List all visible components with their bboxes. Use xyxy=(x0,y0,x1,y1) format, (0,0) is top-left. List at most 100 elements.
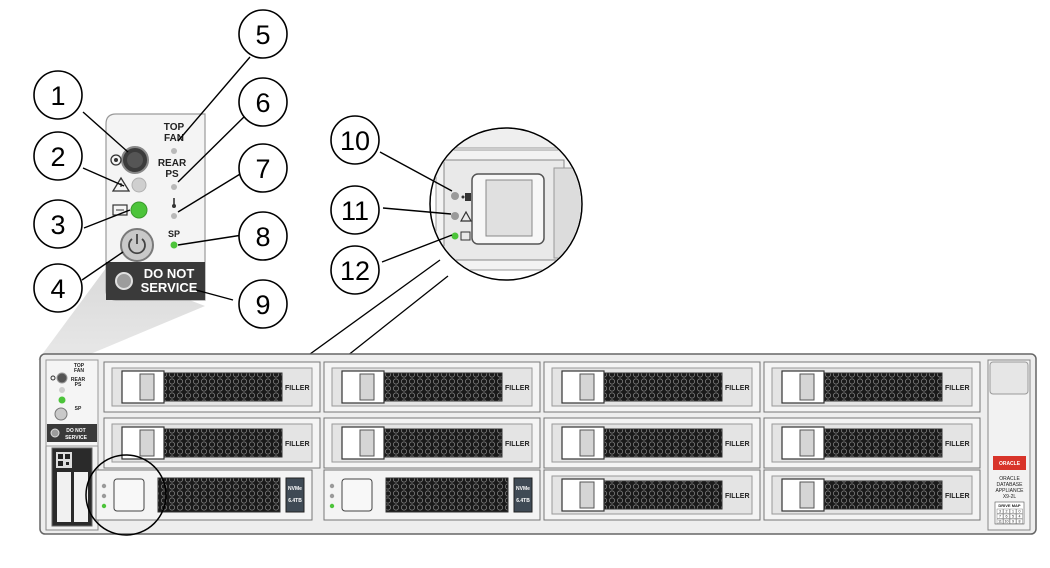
drive-map-cell: 7 xyxy=(999,515,1001,519)
mini-power-button[interactable] xyxy=(54,407,68,421)
nvme-label: NVMe xyxy=(516,486,530,492)
do-not-service-label-1: DO NOT xyxy=(144,266,195,281)
nvme-service-led xyxy=(329,493,335,499)
power-button[interactable] xyxy=(120,228,154,262)
filler-label: FILLER xyxy=(505,441,530,448)
drive-map-title: DRIVE MAP xyxy=(998,503,1021,508)
callout-number: 7 xyxy=(255,154,270,184)
appliance-line-1: ORACLE xyxy=(999,476,1020,482)
sp-label: SP xyxy=(168,229,180,239)
thermometer-icon xyxy=(172,198,176,208)
callout-6: 6 xyxy=(238,77,288,127)
filler-label: FILLER xyxy=(285,441,310,448)
callout-number: 12 xyxy=(340,256,370,286)
nvme-latch[interactable] xyxy=(113,478,145,512)
callout-9: 9 xyxy=(238,279,288,329)
mini-sp-label: SP xyxy=(75,406,82,412)
callout-number: 3 xyxy=(50,210,65,240)
filler-bay[interactable]: FILLER xyxy=(543,417,761,469)
filler-bay[interactable]: FILLER xyxy=(763,417,981,469)
filler-label: FILLER xyxy=(945,441,970,448)
power-icon xyxy=(128,234,146,255)
nvme-service-led xyxy=(101,493,107,499)
callout-number: 10 xyxy=(340,126,370,156)
callout-7: 7 xyxy=(238,143,288,193)
do-not-service-label-2: SERVICE xyxy=(141,280,198,295)
drive-map-cell: 2 xyxy=(1006,510,1008,514)
rear-ps-led xyxy=(171,184,177,190)
callout-number: 4 xyxy=(50,274,65,304)
callout-8: 8 xyxy=(238,211,288,261)
drive-ok-led xyxy=(451,232,459,240)
drive-map-cell: 0 xyxy=(1019,510,1021,514)
filler-label: FILLER xyxy=(725,493,750,500)
callout-number: 2 xyxy=(50,142,65,172)
callout-number: 11 xyxy=(341,196,369,226)
callout-4: 4 xyxy=(33,263,83,313)
callout-number: 8 xyxy=(255,222,270,252)
sp-ok-led xyxy=(170,241,178,249)
zoomed-drive-detail xyxy=(429,127,583,281)
drive-map-cell: 6 xyxy=(1006,515,1008,519)
drive-map-cell: 11 xyxy=(998,520,1002,524)
mini-rear-label: REAR xyxy=(71,377,86,383)
filler-bay[interactable]: FILLER xyxy=(543,469,761,521)
filler-label: FILLER xyxy=(505,385,530,392)
nvme-drive-bay[interactable]: NVMe 6.4TB xyxy=(323,469,541,521)
mini-do-not-label: DO NOT xyxy=(66,428,85,434)
filler-label: FILLER xyxy=(945,493,970,500)
filler-label: FILLER xyxy=(285,385,310,392)
filler-bay[interactable]: FILLER xyxy=(103,361,321,413)
rear-ps-label-2: PS xyxy=(165,169,179,180)
mini-locator-button[interactable] xyxy=(56,372,68,384)
drive-fault-led xyxy=(451,192,459,200)
nvme-capacity: 6.4TB xyxy=(516,498,530,504)
callout-10: 10 xyxy=(330,115,380,165)
filler-bay[interactable]: FILLER xyxy=(323,417,541,469)
drive-zoom-circle xyxy=(85,454,167,536)
filler-bay[interactable]: FILLER xyxy=(103,417,321,469)
nvme-label: NVMe xyxy=(288,486,302,492)
nvme-latch[interactable] xyxy=(341,478,373,512)
drive-warning-icon xyxy=(459,210,473,222)
drive-map-cell: 8 xyxy=(1019,520,1021,524)
do-not-service-led xyxy=(115,272,133,290)
oracle-logo-badge xyxy=(993,456,1026,470)
filler-bay[interactable]: FILLER xyxy=(543,361,761,413)
filler-bay[interactable]: FILLER xyxy=(323,361,541,413)
drive-service-led xyxy=(451,212,459,220)
drive-map-cell: 1 xyxy=(1012,510,1014,514)
filler-bay[interactable]: FILLER xyxy=(763,361,981,413)
mini-service-label: SERVICE xyxy=(65,435,88,441)
nvme-ok-led xyxy=(329,503,335,509)
zoomed-indicator-panel: TOP FAN REAR PS SP DO NOT SERVICE xyxy=(105,113,206,301)
nvme-capacity: 6.4TB xyxy=(288,498,302,504)
callout-3: 3 xyxy=(33,199,83,249)
nvme-fault-led xyxy=(329,483,335,489)
appliance-line-3: APPLIANCE xyxy=(995,488,1024,494)
callout-5: 5 xyxy=(238,9,288,59)
overtemp-led xyxy=(171,213,177,219)
callout-1: 1 xyxy=(33,70,83,120)
oracle-logo-text: ORACLE xyxy=(999,461,1021,467)
callout-number: 1 xyxy=(50,81,65,111)
mini-top-fan-label: TOP xyxy=(74,363,85,369)
filler-bay[interactable]: FILLER xyxy=(763,469,981,521)
appliance-line-4: X9-2L xyxy=(1003,494,1017,500)
nvme-drive-bay[interactable]: NVMe 6.4TB xyxy=(95,469,313,521)
rear-ps-label-1: REAR xyxy=(158,158,187,169)
appliance-line-2: DATABASE xyxy=(997,482,1024,488)
nvme-ok-led xyxy=(101,503,107,509)
callout-leaders xyxy=(81,56,453,301)
locator-icon xyxy=(110,154,122,166)
drive-ok-icon xyxy=(460,231,471,241)
callout-number: 5 xyxy=(255,20,270,50)
drive-map-cell: 5 xyxy=(1012,515,1014,519)
drive-map-cell: 10 xyxy=(1005,520,1009,524)
ok-icon xyxy=(112,204,128,216)
remove-ok-icon xyxy=(461,193,471,201)
